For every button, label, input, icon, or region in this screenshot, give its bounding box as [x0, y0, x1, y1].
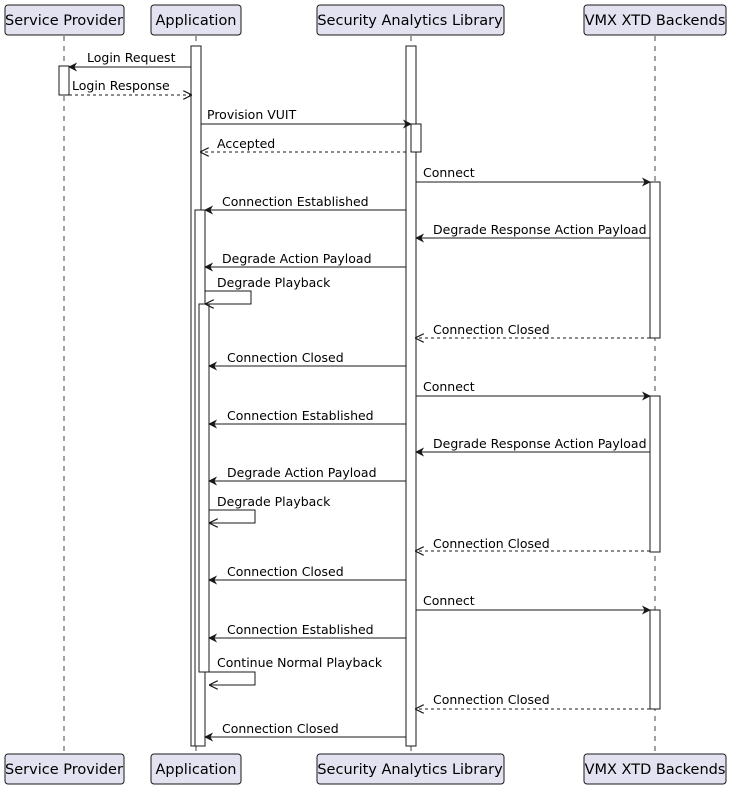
message-label: Connection Closed	[433, 536, 550, 551]
participant-service-provider-footer: Service Provider	[4, 753, 125, 785]
message-arrow: Connection Closed	[204, 721, 406, 742]
participant-label: Service Provider	[5, 13, 123, 29]
message-arrow: Degrade Action Payload	[208, 465, 406, 486]
activation-bar	[58, 65, 70, 96]
participant-vmx-xtd-backends: VMX XTD Backends	[583, 4, 727, 36]
message-arrow: Connect	[416, 379, 651, 401]
participant-label: VMX XTD Backends	[585, 762, 726, 778]
message-arrow: Connect	[416, 593, 651, 615]
participant-label: VMX XTD Backends	[585, 13, 726, 29]
participant-vmx-xtd-backends-footer: VMX XTD Backends	[583, 753, 727, 785]
message-arrow: Degrade Playback	[205, 275, 331, 304]
message-label: Connection Closed	[222, 721, 339, 736]
message-label: Provision VUIT	[207, 107, 297, 122]
message-label: Degrade Response Action Payload	[433, 222, 647, 237]
message-arrow: Provision VUIT	[201, 107, 412, 129]
message-label: Degrade Action Payload	[222, 251, 372, 266]
message-label: Connection Closed	[433, 322, 550, 337]
self-message-line	[209, 671, 256, 685]
message-arrow: Degrade Playback	[209, 494, 331, 523]
message-label: Connection Closed	[433, 692, 550, 707]
message-label: Connection Established	[222, 194, 369, 209]
participant-service-provider: Service Provider	[4, 4, 125, 36]
message-arrow: Login Request	[68, 50, 191, 72]
message-label: Continue Normal Playback	[217, 655, 383, 670]
message-label: Connect	[423, 165, 475, 180]
message-arrow: Degrade Response Action Payload	[415, 222, 650, 243]
activation-bar	[198, 303, 210, 673]
message-label: Connection Established	[227, 408, 374, 423]
activation-bar	[649, 181, 661, 339]
message-arrow: Degrade Response Action Payload	[415, 436, 650, 457]
participant-label: Application	[155, 762, 236, 778]
message-arrow: Continue Normal Playback	[209, 655, 383, 685]
message-arrow: Connection Established	[208, 408, 406, 429]
participant-label: Security Analytics Library	[317, 762, 503, 778]
message-label: Connect	[423, 379, 475, 394]
self-message-line	[209, 509, 256, 523]
message-label: Login Request	[87, 50, 176, 65]
participant-label: Application	[155, 13, 236, 29]
message-label: Accepted	[217, 136, 275, 151]
activation-bar	[649, 609, 661, 710]
self-message-line	[205, 290, 252, 304]
participant-security-analytics-library: Security Analytics Library	[316, 4, 505, 36]
message-arrow: Login Response	[69, 78, 191, 95]
activation-bar	[410, 123, 422, 153]
message-arrow: Degrade Action Payload	[204, 251, 406, 272]
message-label: Connection Closed	[227, 564, 344, 579]
participant-application: Application	[150, 4, 242, 36]
message-arrow: Connection Closed	[416, 536, 650, 551]
activation-bar	[649, 395, 661, 553]
message-label: Connect	[423, 593, 475, 608]
participant-security-analytics-library-footer: Security Analytics Library	[316, 753, 505, 785]
message-label: Login Response	[72, 78, 170, 93]
message-arrow: Connection Established	[208, 622, 406, 643]
message-label: Degrade Playback	[217, 494, 331, 509]
message-label: Degrade Playback	[217, 275, 331, 290]
message-label: Degrade Action Payload	[227, 465, 377, 480]
message-label: Connection Closed	[227, 350, 344, 365]
message-arrow: Connect	[416, 165, 651, 187]
message-arrow: Connection Established	[204, 194, 406, 215]
message-arrow: Connection Closed	[208, 350, 406, 371]
message-label: Degrade Response Action Payload	[433, 436, 647, 451]
participant-application-footer: Application	[150, 753, 242, 785]
message-arrow: Connection Closed	[416, 692, 650, 709]
message-arrow: Connection Closed	[208, 564, 406, 585]
participant-label: Security Analytics Library	[317, 13, 503, 29]
message-arrow: Connection Closed	[416, 322, 650, 338]
message-arrow: Accepted	[201, 136, 406, 152]
message-label: Connection Established	[227, 622, 374, 637]
participant-label: Service Provider	[5, 762, 123, 778]
